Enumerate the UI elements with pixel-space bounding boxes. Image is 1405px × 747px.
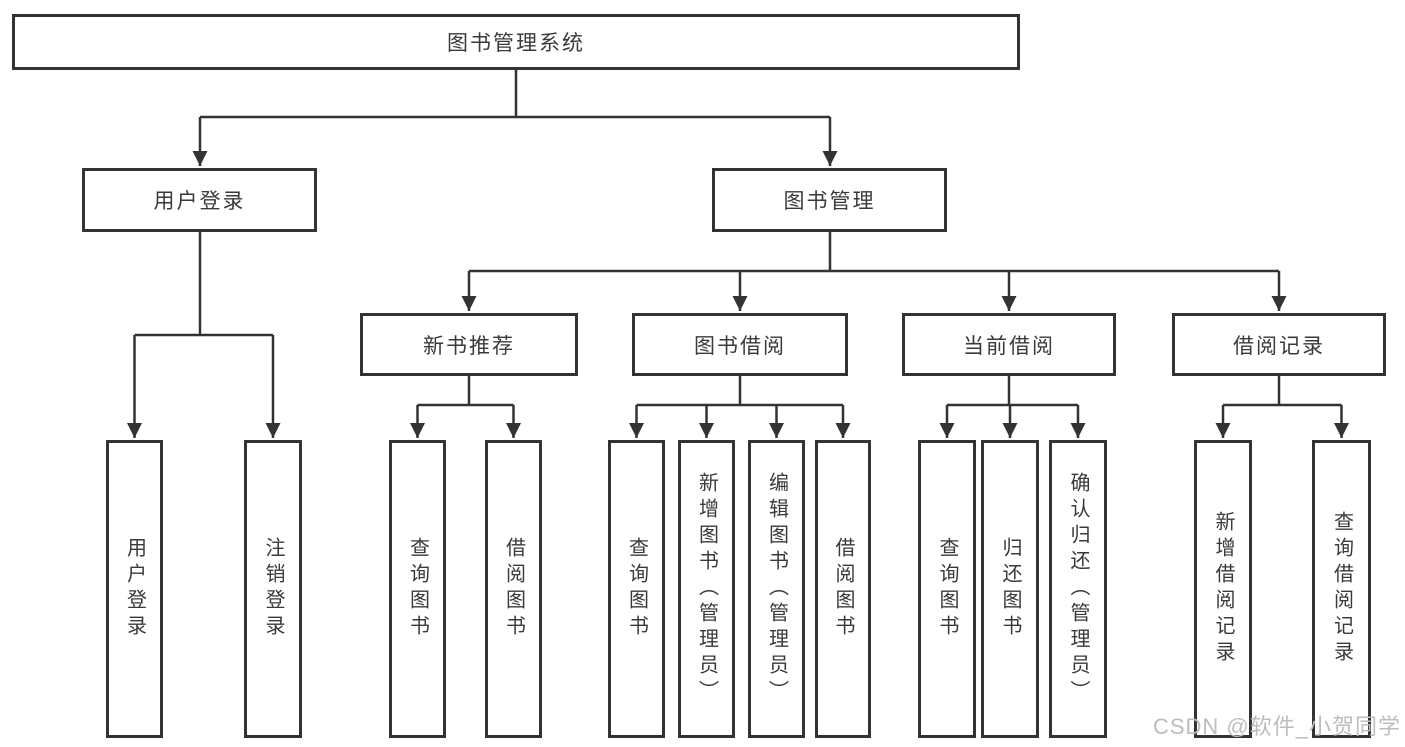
leaf-borrow-books: 借阅图书 xyxy=(815,440,871,738)
node-label: 用户登录 xyxy=(123,537,146,641)
node-label: 借阅记录 xyxy=(1233,334,1325,358)
csdn-watermark: CSDN @软件_小贺同学 xyxy=(1152,714,1401,739)
node-label: 新书推荐 xyxy=(423,334,515,358)
leaf-confirm-return-admin: 确认归还（管理员） xyxy=(1049,440,1107,738)
node-label: 新增借阅记录 xyxy=(1212,511,1234,667)
leaf-add-book-admin: 新增图书（管理员） xyxy=(678,440,735,738)
node-label: 图书借阅 xyxy=(694,334,786,358)
leaf-query-books-current: 查询图书 xyxy=(918,440,976,738)
node-label: 查询借阅记录 xyxy=(1330,511,1353,667)
node-label: 编辑图书（管理员） xyxy=(765,472,788,706)
node-label: 新增图书（管理员） xyxy=(695,472,718,706)
node-label: 当前借阅 xyxy=(963,334,1055,358)
node-library-management-system: 图书管理系统 xyxy=(12,14,1020,70)
leaf-add-borrow-record: 新增借阅记录 xyxy=(1194,440,1252,738)
leaf-query-books-recommend: 查询图书 xyxy=(389,440,446,738)
node-new-book-recommend: 新书推荐 xyxy=(360,313,578,376)
leaf-borrow-books-recommend: 借阅图书 xyxy=(485,440,542,738)
node-book-borrow: 图书借阅 xyxy=(632,313,848,376)
node-label: 确认归还（管理员） xyxy=(1067,472,1089,706)
node-label: 借阅图书 xyxy=(502,537,525,641)
leaf-edit-book-admin: 编辑图书（管理员） xyxy=(748,440,805,738)
node-book-management-module: 图书管理 xyxy=(712,168,947,232)
leaf-query-books-borrow: 查询图书 xyxy=(608,440,665,738)
node-borrow-records: 借阅记录 xyxy=(1172,313,1386,376)
leaf-return-books: 归还图书 xyxy=(981,440,1039,738)
node-current-borrow: 当前借阅 xyxy=(902,313,1116,376)
node-label: 查询图书 xyxy=(936,537,958,641)
leaf-logout: 注销登录 xyxy=(244,440,302,738)
node-label: 查询图书 xyxy=(406,537,429,641)
node-label: 图书管理系统 xyxy=(447,32,585,55)
node-label: 用户登录 xyxy=(153,190,246,213)
node-label: 借阅图书 xyxy=(832,537,854,641)
node-label: 图书管理 xyxy=(783,190,876,213)
node-label: 查询图书 xyxy=(625,537,648,641)
leaf-query-borrow-record: 查询借阅记录 xyxy=(1312,440,1371,738)
leaf-user-login: 用户登录 xyxy=(106,440,163,738)
node-label: 注销登录 xyxy=(262,537,284,641)
node-user-login-module: 用户登录 xyxy=(82,168,317,232)
node-label: 归还图书 xyxy=(999,537,1021,641)
